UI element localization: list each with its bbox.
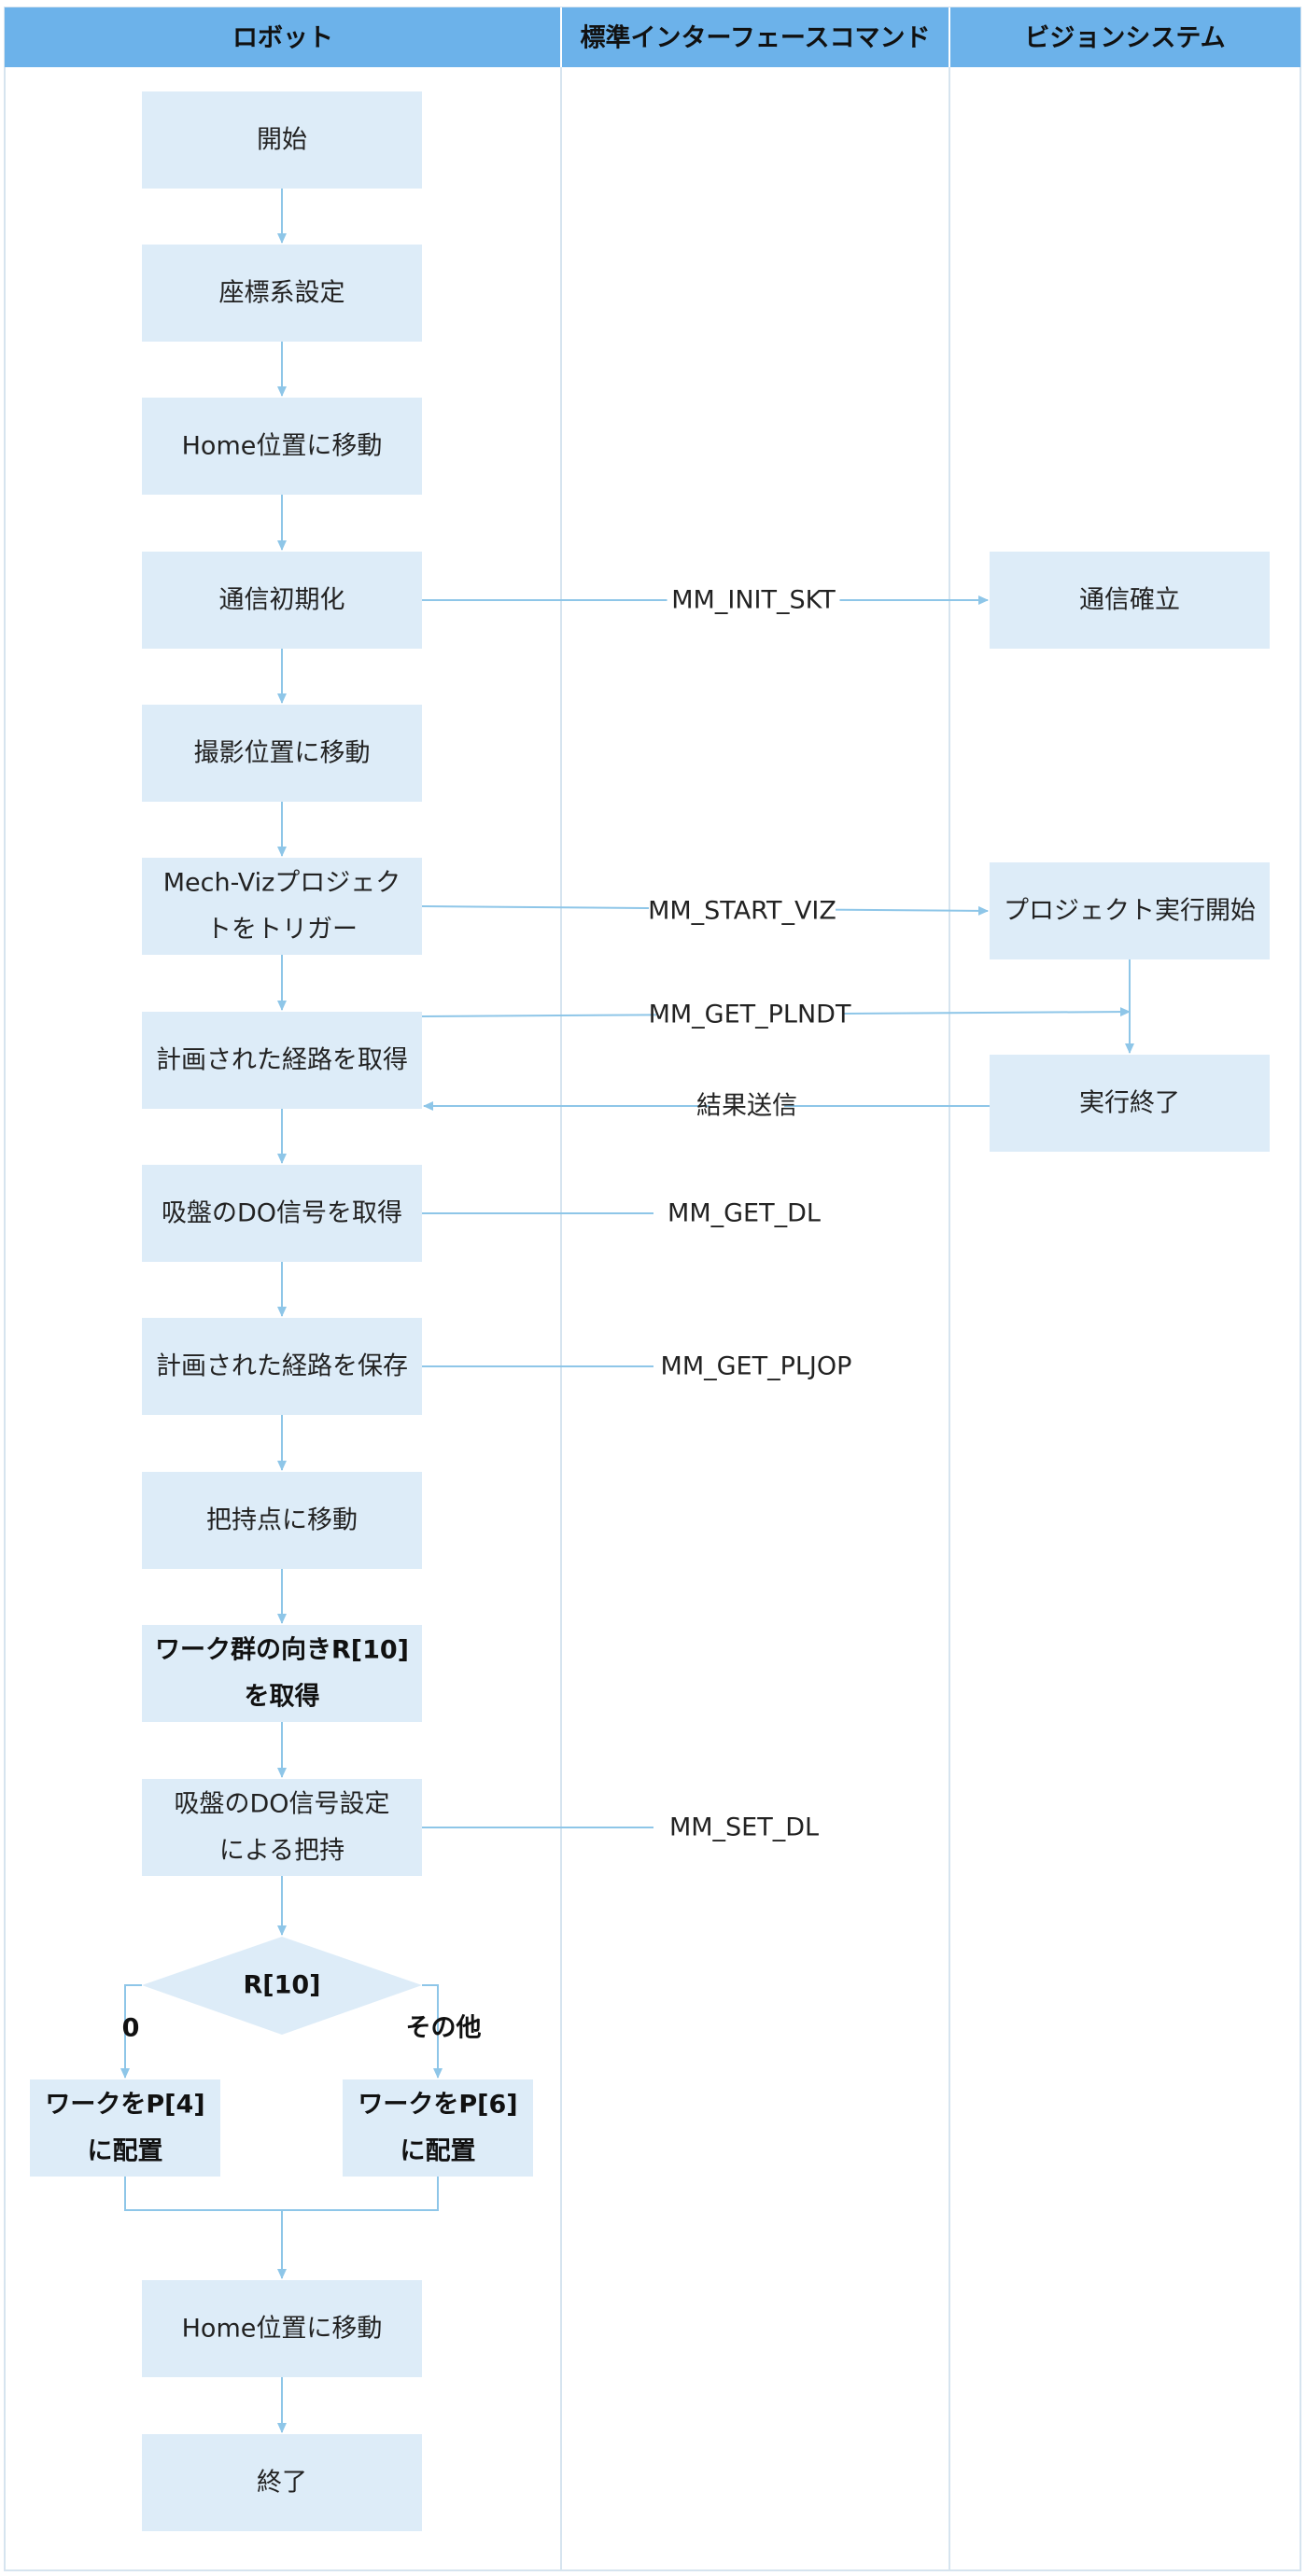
label-bg <box>667 583 840 617</box>
node-box <box>142 2280 422 2377</box>
node-label: 計画された経路を取得 <box>156 1046 408 1075</box>
node-exec-end: 実行終了 <box>990 1055 1270 1152</box>
node-get-orientation: ワーク群の向きR[10] を取得 <box>142 1625 422 1722</box>
node-place-p6: ワークをP[6] に配置 <box>343 2079 533 2177</box>
node-box <box>142 1165 422 1262</box>
node-save-path: 計画された経路を保存 <box>142 1318 422 1415</box>
edge-label-result-send: 結果送信 <box>696 1092 797 1121</box>
node-end: 終了 <box>142 2434 422 2531</box>
node-box <box>990 552 1270 649</box>
edge-label-mm-init-skt: MM_INIT_SKT <box>671 586 836 615</box>
node-label: 計画された経路を保存 <box>156 1352 408 1381</box>
node-box <box>142 858 422 955</box>
node-box <box>30 2079 220 2177</box>
node-label: 終了 <box>257 2469 307 2498</box>
node-label: 撮影位置に移動 <box>194 739 371 768</box>
node-label: 座標系設定 <box>219 279 345 308</box>
label-bg <box>671 1811 817 1844</box>
label-bg <box>710 1089 784 1123</box>
node-place-p4: ワークをP[4] に配置 <box>30 2079 220 2177</box>
node-box <box>142 1472 422 1569</box>
node-label: による把持 <box>219 1837 344 1866</box>
node-box <box>142 705 422 802</box>
node-label: に配置 <box>401 2137 476 2166</box>
node-box <box>142 1318 422 1415</box>
node-move-home-1: Home位置に移動 <box>142 398 422 495</box>
node-label: 吸盤のDO信号を取得 <box>162 1199 402 1228</box>
node-label: 実行終了 <box>1079 1089 1180 1118</box>
lane-title-vision: ビジョンシステム <box>1024 24 1225 53</box>
node-comm-init: 通信初期化 <box>142 552 422 649</box>
edge-labels: MM_INIT_SKT MM_START_VIZ MM_GET_PLNDT 結果送信 M… <box>122 583 852 2043</box>
decision-diamond <box>142 1937 422 2035</box>
node-box <box>343 2079 533 2177</box>
node-project-start: プロジェクト実行開始 <box>990 862 1270 959</box>
node-get-path: 計画された経路を取得 <box>142 1012 422 1109</box>
node-coord-setup: 座標系設定 <box>142 245 422 342</box>
node-box <box>142 245 422 342</box>
node-label: プロジェクト実行開始 <box>1004 897 1256 926</box>
node-label: ワーク群の向きR[10] <box>155 1635 409 1665</box>
node-label: トをトリガー <box>206 916 358 945</box>
node-box <box>990 1055 1270 1152</box>
lane-header-robot <box>5 7 561 67</box>
label-bg <box>656 998 843 1031</box>
node-label: Mech-Vizプロジェク <box>163 869 401 898</box>
node-move-capture: 撮影位置に移動 <box>142 705 422 802</box>
node-box <box>142 552 422 649</box>
branch-label-zero: 0 <box>122 2014 140 2043</box>
node-label: 通信初期化 <box>219 586 345 615</box>
node-label: ワークをP[6] <box>358 2091 517 2120</box>
node-label: 把持点に移動 <box>206 1506 358 1535</box>
lane-title-interface: 標準インターフェースコマンド <box>580 23 930 53</box>
branch-edge-other <box>422 1984 443 2079</box>
node-label: 開始 <box>257 126 307 155</box>
merge-edge <box>124 2177 439 2211</box>
edge-label-mm-get-pljop: MM_GET_PLJOP <box>661 1352 852 1381</box>
node-box <box>142 398 422 495</box>
node-label: を取得 <box>245 1683 320 1712</box>
branch-edge-zero <box>120 1984 142 2079</box>
node-label: Home位置に移動 <box>182 2315 383 2344</box>
node-comm-established: 通信確立 <box>990 552 1270 649</box>
node-decision: R[10] <box>142 1937 422 2035</box>
node-box <box>142 1779 422 1876</box>
node-label: に配置 <box>88 2137 163 2166</box>
lane-title-robot: ロボット <box>232 24 333 53</box>
node-label: ワークをP[4] <box>45 2091 204 2120</box>
node-start: 開始 <box>142 91 422 189</box>
node-box <box>990 862 1270 959</box>
node-label: Home位置に移動 <box>182 432 383 461</box>
node-label: 通信確立 <box>1079 586 1180 615</box>
label-bg <box>663 1350 850 1383</box>
lane-header-interface <box>562 7 949 67</box>
node-box <box>142 1625 422 1722</box>
edge-label-mm-start-viz: MM_START_VIZ <box>648 897 836 926</box>
lane-header-vision <box>950 7 1300 67</box>
node-box <box>142 2434 422 2531</box>
node-label: 吸盤のDO信号設定 <box>174 1790 389 1819</box>
node-box <box>142 1012 422 1109</box>
label-bg <box>671 1197 817 1230</box>
edge-label-mm-get-dl: MM_GET_DL <box>668 1199 821 1228</box>
branch-label-other: その他 <box>406 2014 482 2043</box>
node-box <box>142 91 422 189</box>
node-get-do: 吸盤のDO信号を取得 <box>142 1165 422 1262</box>
label-bg <box>649 894 836 928</box>
edge-label-mm-set-dl: MM_SET_DL <box>669 1813 819 1842</box>
decision-label: R[10] <box>243 1971 320 2000</box>
lane-frame <box>4 7 1301 2571</box>
node-move-pick: 把持点に移動 <box>142 1472 422 1569</box>
edge-label-mm-get-plndt: MM_GET_PLNDT <box>649 1001 851 1029</box>
edges <box>120 189 1134 2433</box>
node-move-home-2: Home位置に移動 <box>142 2280 422 2377</box>
